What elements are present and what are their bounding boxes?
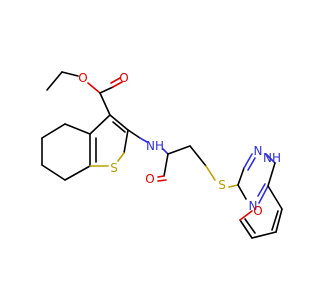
ester-ether-oxygen: O (78, 71, 87, 85)
triazole-nitrogen-1: N (254, 144, 263, 158)
furan-oxygen: O (253, 204, 262, 218)
triazole-nitrogen-h: NH (263, 151, 281, 165)
molecule-diagram: O O NH S O S N NH N O (41, 71, 283, 239)
amide-group (127, 129, 191, 182)
ester-carbonyl-oxygen: O (119, 71, 128, 85)
triazole-nitrogen-4: N (249, 199, 258, 213)
cyclohexene-ring (41, 123, 91, 181)
atom-labels: O O NH S O S N NH N O (78, 71, 281, 218)
thiophene-ring (89, 114, 129, 167)
triazole-ring (237, 153, 276, 204)
thioether-sulfur: S (218, 178, 226, 192)
structure-svg: O O NH S O S N NH N O (41, 71, 283, 239)
ester-group (87, 77, 123, 116)
furan-ring (239, 185, 283, 239)
ethyl-group (46, 71, 79, 91)
amide-nitrogen: NH (146, 139, 164, 153)
thiophene-sulfur: S (110, 161, 118, 175)
thioether-linkage (189, 145, 239, 188)
amide-oxygen: O (145, 172, 154, 186)
